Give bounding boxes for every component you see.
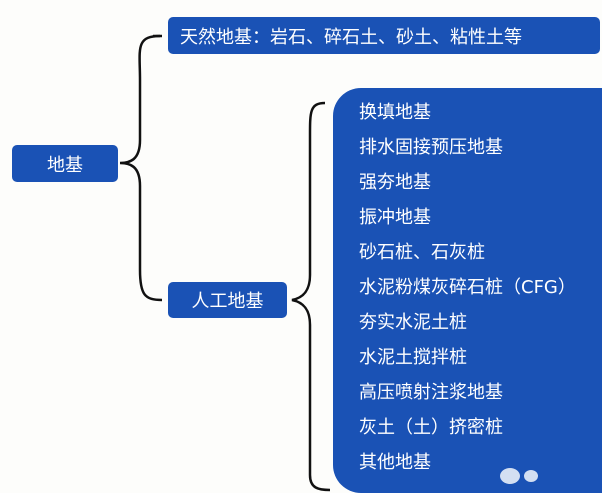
watermark-logo (500, 468, 538, 484)
list-item: 水泥粉煤灰碎石桩（CFG） (359, 277, 576, 298)
artificial-foundation-label: 人工地基 (191, 291, 264, 312)
list-item: 夯实水泥土桩 (359, 312, 467, 333)
list-item: 水泥土搅拌桩 (359, 347, 467, 368)
list-item: 换填地基 (359, 102, 431, 123)
artificial-foundation-node: 人工地基 (168, 282, 287, 318)
list-item: 强夯地基 (359, 172, 431, 193)
wechat-icon-small (524, 470, 538, 482)
list-item: 灰土（土）挤密桩 (359, 417, 503, 438)
list-item: 排水固接预压地基 (359, 137, 503, 158)
wechat-icon (500, 468, 520, 484)
natural-foundation-label: 天然地基：岩石、碎石土、砂土、粘性土等 (180, 26, 522, 48)
root-brace (119, 34, 163, 302)
artificial-foundation-methods-list: 换填地基 排水固接预压地基 强夯地基 振冲地基 砂石桩、石灰桩 水泥粉煤灰碎石桩… (333, 88, 602, 493)
artificial-brace (291, 101, 331, 492)
list-item: 其他地基 (359, 452, 431, 473)
root-label: 地基 (47, 154, 83, 176)
list-item: 振冲地基 (359, 207, 431, 228)
list-item: 砂石桩、石灰桩 (359, 242, 485, 263)
list-item: 高压喷射注浆地基 (359, 382, 503, 403)
root-node-foundation: 地基 (12, 145, 118, 182)
natural-foundation-node: 天然地基：岩石、碎石土、砂土、粘性土等 (168, 17, 600, 54)
